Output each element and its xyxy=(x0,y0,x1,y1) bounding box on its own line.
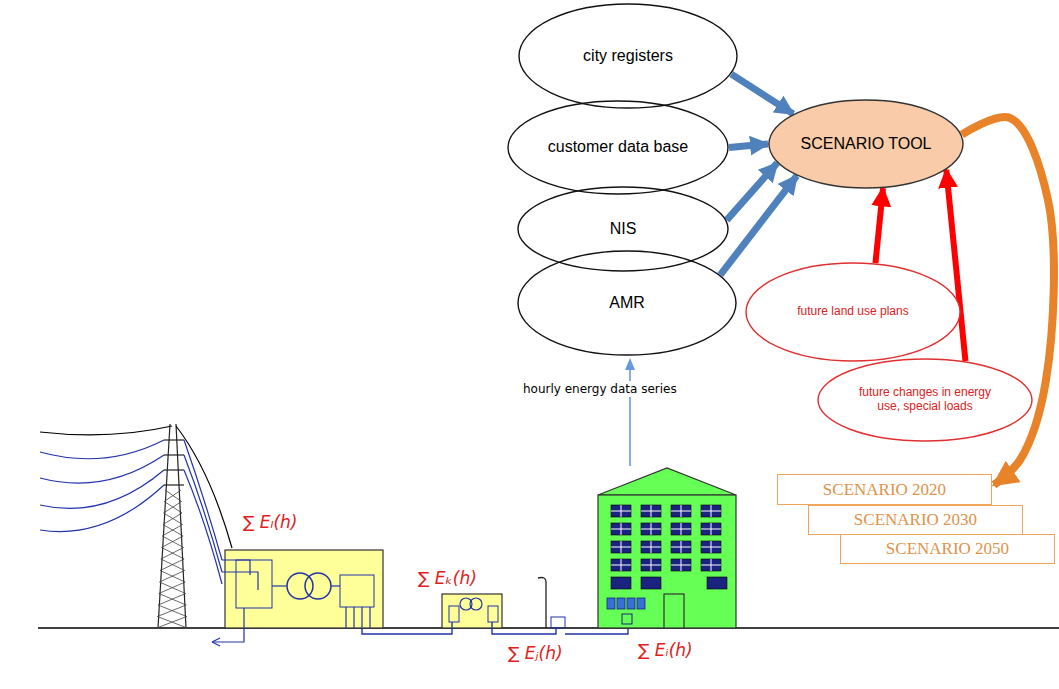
node-text: NIS xyxy=(610,220,637,238)
scenario-box: SCENARIO 2030 xyxy=(808,505,1023,535)
data-source-ellipse: customer data base xyxy=(507,100,729,195)
scenario-box: SCENARIO 2050 xyxy=(840,534,1055,564)
input-ellipse: future land use plans xyxy=(745,262,961,362)
input-ellipse: future changes in energy use, special lo… xyxy=(817,358,1033,442)
flow-arrow xyxy=(720,176,796,275)
node-text: customer data base xyxy=(548,138,689,156)
node-text: future land use plans xyxy=(797,305,908,319)
node-text: AMR xyxy=(609,294,645,312)
flow-arrow xyxy=(731,74,793,114)
scenario-box: SCENARIO 2020 xyxy=(777,474,992,505)
scenario-tool-ellipse: SCENARIO TOOL xyxy=(768,99,964,189)
node-text: SCENARIO 2020 xyxy=(823,480,946,500)
node-text: city registers xyxy=(583,47,673,65)
energy-sum-label: ∑ Eₗ(h) xyxy=(243,512,297,532)
node-text: SCENARIO 2030 xyxy=(854,510,977,530)
data-source-ellipse: NIS xyxy=(517,186,729,272)
data-flow-label: hourly energy data series xyxy=(520,381,680,397)
node-text: SCENARIO TOOL xyxy=(801,135,932,153)
node-text: SCENARIO 2050 xyxy=(886,539,1009,559)
energy-sum-label: ∑ Eₖ(h) xyxy=(418,568,477,588)
data-source-ellipse: city registers xyxy=(518,3,738,109)
node-text: future changes in energy use, special lo… xyxy=(850,386,1001,414)
flow-arrow xyxy=(875,188,883,263)
flow-arrow xyxy=(729,144,768,148)
data-source-ellipse: AMR xyxy=(517,250,737,356)
energy-sum-label: ∑ Eⱼ(h) xyxy=(508,643,563,663)
energy-sum-label: ∑ Eᵢ(h) xyxy=(638,640,693,660)
